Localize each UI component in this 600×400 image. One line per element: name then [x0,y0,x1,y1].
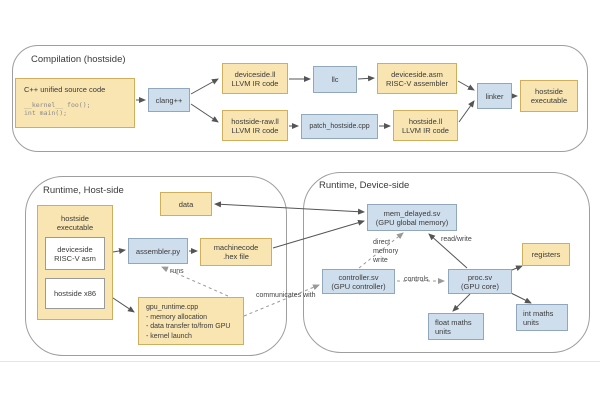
edge-label-communicates-with: communicates with [256,292,316,299]
edge-label-direct-memory-write: direct memory write [373,239,399,264]
container-compilation-title: Compilation (hostside) [31,54,126,65]
node-llc: llc [313,66,357,93]
container-runtime-device: Runtime, Device-side [303,172,590,353]
node-cpp-unified-source-code: __kernel__ foo(); int main(); [24,101,91,117]
container-runtime-host-title: Runtime, Host-side [43,185,124,196]
node-deviceside-ll: deviceside.ll LLVM IR code [222,63,288,94]
node-gpu-runtime-cpp: gpu_runtime.cpp - memory allocation - da… [138,297,244,345]
node-hostside-raw-ll: hostside-raw.ll LLVM IR code [222,110,288,141]
node-cpp-unified-source: C++ unified source code __kernel__ foo()… [15,78,135,128]
edge-label-read-write: read/write [441,236,472,243]
node-mem-delayed-sv: mem_delayed.sv (GPU global memory) [367,204,457,231]
node-controller-sv: controller.sv (GPU controller) [322,269,395,294]
container-runtime-device-title: Runtime, Device-side [319,180,410,191]
node-data: data [160,192,212,216]
node-deviceside-riscv-asm: deviceside RISC-V asm [45,237,105,270]
node-registers: registers [522,243,570,266]
node-int-maths-units: int maths units [516,304,568,331]
node-float-maths-units: float maths units [428,313,484,340]
node-hostside-ll: hostside.ll LLVM IR code [393,110,458,141]
node-linker: linker [477,83,512,109]
node-deviceside-asm: deviceside.asm RISC-V assembler [377,63,457,94]
node-clang: clang++ [148,88,190,112]
node-machinecode-hex: machinecode .hex file [200,238,272,266]
container-runtime-host: Runtime, Host-side [25,176,287,356]
edge-label-controls: controls [404,276,429,283]
node-cpp-unified-source-label: C++ unified source code [24,85,106,94]
node-hostside-executable: hostside executable [520,80,578,112]
node-hostside-x86: hostside x86 [45,278,105,309]
node-patch-hostside-cpp: patch_hostside.cpp [301,114,378,139]
node-assembler-py: assembler.py [128,238,188,264]
canvas-edge-line [0,361,600,362]
container-compilation: Compilation (hostside) [12,45,588,152]
node-proc-sv: proc.sv (GPU core) [448,269,512,294]
edge-label-runs: runs [170,268,184,275]
